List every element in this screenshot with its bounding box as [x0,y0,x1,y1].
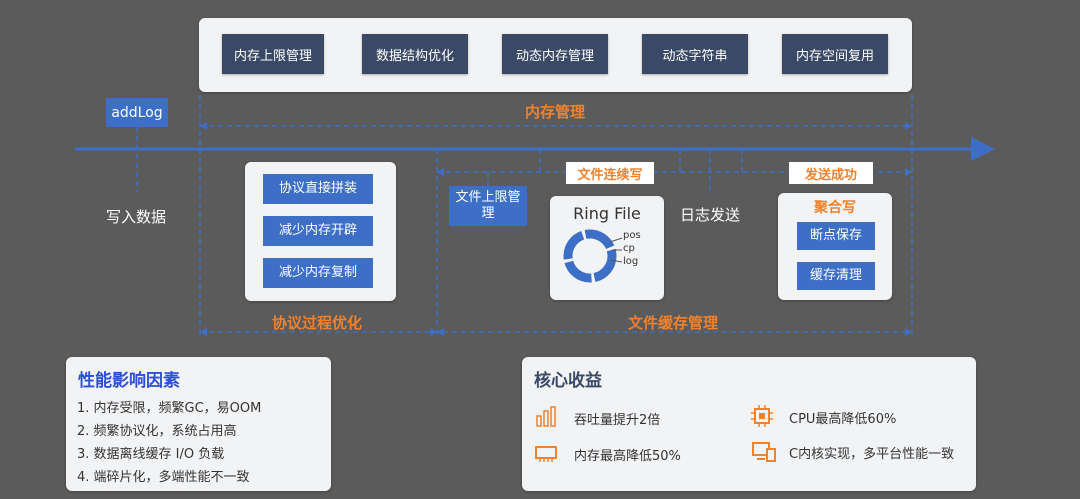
top-item-0: 内存上限管理 [222,34,324,74]
perf-factors-title: 性能影响因素 [78,371,180,391]
ring-label-log: log [623,256,639,267]
benefit-1: CPU最高降低60% [789,412,897,427]
perf-factor-0: 1. 内存受限，频繁GC，易OOM [77,401,262,416]
memory-strategies-panel: 内存上限管理 数据结构优化 动态内存管理 动态字符串 内存空间复用 [199,18,912,92]
devices-icon [752,442,776,462]
top-item-3: 动态字符串 [642,34,748,74]
protocol-item-2: 减少内存复制 [263,258,373,288]
addlog-box: addLog [106,98,168,127]
perf-factor-1: 2. 频繁协议化，系统占用高 [77,424,237,439]
bar-chart-icon [536,406,556,427]
benefit-2: 内存最高降低50% [574,449,681,464]
aggregate-item-0: 断点保存 [797,222,875,250]
cpu-icon [751,405,773,427]
memory-icon [535,446,557,462]
memory-mgmt-label: 内存管理 [525,103,586,121]
file-cache-label: 文件缓存管理 [628,314,719,332]
aggregate-title: 聚合写 [814,200,856,216]
perf-factor-2: 3. 数据离线缓存 I/O 负载 [77,447,225,462]
perf-factor-3: 4. 端碎片化，多端性能不一致 [77,470,250,485]
top-item-2: 动态内存管理 [502,34,608,74]
log-send-label: 日志发送 [680,206,741,224]
ring-file-panel: Ring File pos cp log [550,196,664,300]
ring-icon [563,229,623,283]
core-benefits-panel: 核心收益 吞吐量提升2倍 CPU最高降低60% 内存最高降低50% C内核实现，… [522,357,976,491]
benefit-3: C内核实现，多平台性能一致 [789,447,955,462]
perf-factors-panel: 性能影响因素 1. 内存受限，频繁GC，易OOM 2. 频繁协议化，系统占用高 … [66,357,331,491]
protocol-label: 协议过程优化 [272,314,363,332]
write-data-label: 写入数据 [106,208,167,226]
protocol-item-0: 协议直接拼装 [263,174,373,204]
ring-file-title: Ring File [573,204,641,223]
aggregate-item-1: 缓存清理 [797,262,875,290]
file-limit-box: 文件上限管理 [449,186,527,226]
ring-label-cp: cp [623,243,635,254]
core-benefits-title: 核心收益 [534,371,602,391]
ring-label-pos: pos [623,230,641,241]
protocol-panel: 协议直接拼装 减少内存开辟 减少内存复制 [245,162,396,301]
protocol-item-1: 减少内存开辟 [263,216,373,246]
send-success-tag: 发送成功 [789,162,873,184]
top-item-1: 数据结构优化 [362,34,468,74]
top-item-4: 内存空间复用 [782,34,888,74]
benefit-0: 吞吐量提升2倍 [574,413,661,428]
file-continuous-write-tag: 文件连续写 [566,162,654,184]
aggregate-panel: 聚合写 断点保存 缓存清理 [778,193,892,300]
